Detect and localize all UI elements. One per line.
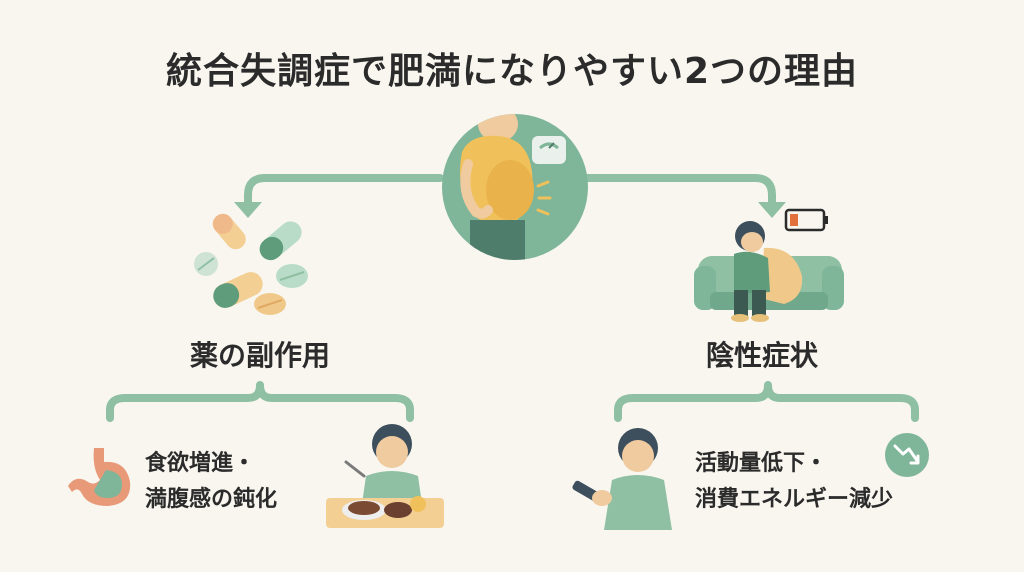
detail-line-energy: 消費エネルギー減少 — [695, 487, 894, 512]
detail-line-appetite: 食欲増進・ — [145, 451, 256, 476]
detail-line-satiety: 満腹感の鈍化 — [145, 487, 278, 512]
low-battery-icon — [784, 208, 828, 232]
tired-person-on-couch-icon — [694, 208, 844, 322]
arrowhead-right — [758, 202, 786, 218]
arrowhead-left — [234, 202, 262, 218]
page-title: 統合失調症で肥満になりやすい2つの理由 — [165, 51, 859, 92]
detail-line-activity: 活動量低下・ — [695, 451, 828, 476]
negative-symptom-detail: 活動量低下・ 消費エネルギー減少 — [695, 446, 893, 518]
scale-icon — [532, 136, 566, 164]
arrow-left — [244, 174, 444, 209]
cause-heading-side-effects: 薬の副作用 — [189, 339, 330, 372]
stomach-icon — [68, 448, 131, 506]
bracket-left — [106, 381, 414, 422]
bracket-right — [614, 381, 919, 422]
person-with-remote-icon — [572, 428, 672, 530]
decrease-trend-icon — [885, 433, 929, 477]
obese-person-icon — [442, 114, 588, 260]
cause-heading-negative-symptoms: 陰性症状 — [705, 339, 818, 372]
arrow-right — [581, 174, 776, 209]
pills-icon — [194, 213, 308, 315]
eating-person-icon — [326, 424, 444, 528]
side-effect-detail: 食欲増進・ 満腹感の鈍化 — [145, 446, 277, 518]
